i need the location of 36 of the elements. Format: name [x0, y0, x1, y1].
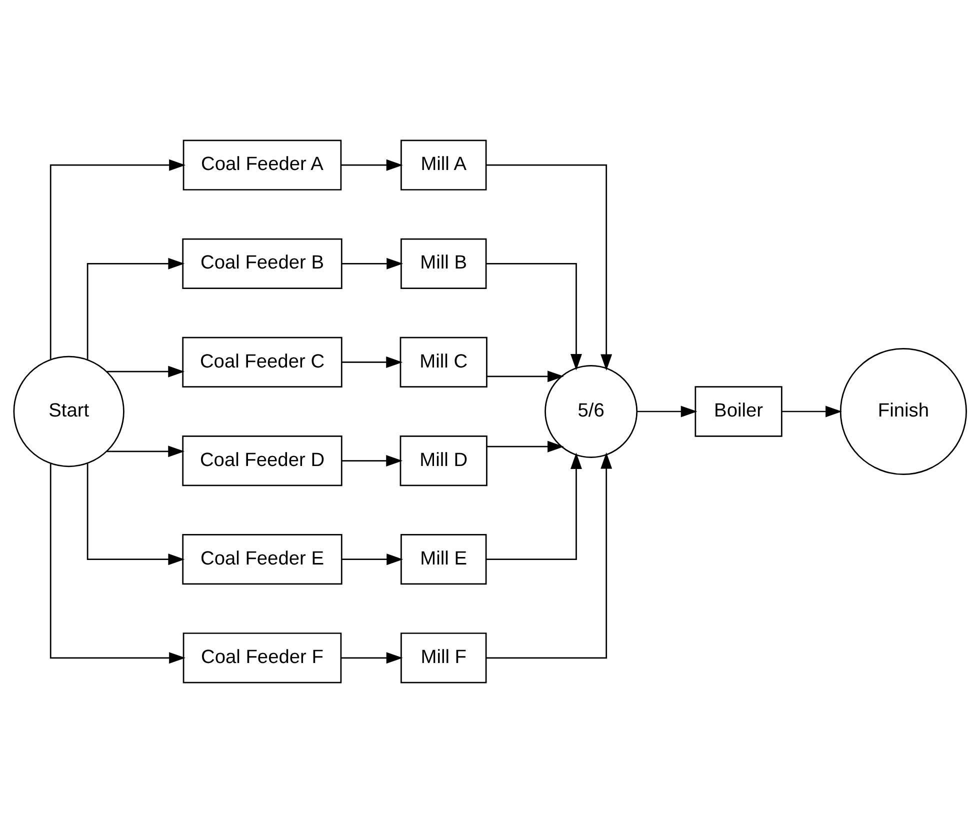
arrow — [341, 652, 403, 664]
arrow — [487, 370, 564, 382]
node-box: Coal Feeder D — [182, 435, 342, 486]
node-box: Coal Feeder E — [182, 534, 342, 585]
arrow — [486, 164, 612, 371]
arrow — [341, 159, 403, 171]
arrow — [342, 258, 404, 270]
arrow — [486, 452, 582, 560]
arrow — [107, 446, 185, 458]
arrow — [342, 554, 404, 566]
node-box: Mill D — [400, 435, 488, 486]
arrow — [486, 452, 612, 659]
node-box: Mill E — [400, 534, 487, 585]
node-box: Mill A — [400, 140, 487, 190]
node-box: Mill C — [400, 336, 488, 388]
node-box: Mill F — [400, 632, 487, 684]
node-box: Coal Feeder F — [182, 632, 342, 684]
node-box: Coal Feeder A — [182, 140, 342, 190]
arrow — [107, 366, 185, 378]
arrow — [782, 406, 842, 418]
node-circle: Start — [13, 356, 124, 468]
node-box: Coal Feeder C — [182, 336, 342, 388]
arrow — [342, 356, 403, 368]
node-circle: Finish — [840, 348, 967, 476]
arrow — [50, 159, 186, 360]
node-circle: 5/6 — [544, 365, 638, 458]
node-box: Mill B — [400, 238, 487, 289]
arrow — [86, 258, 185, 360]
arrow — [50, 464, 186, 664]
node-box: Boiler — [694, 386, 782, 437]
arrow — [86, 464, 185, 566]
arrow — [342, 455, 403, 467]
arrow — [636, 406, 698, 418]
node-box: Coal Feeder B — [182, 238, 342, 289]
arrow — [487, 440, 564, 452]
arrow — [486, 262, 582, 370]
